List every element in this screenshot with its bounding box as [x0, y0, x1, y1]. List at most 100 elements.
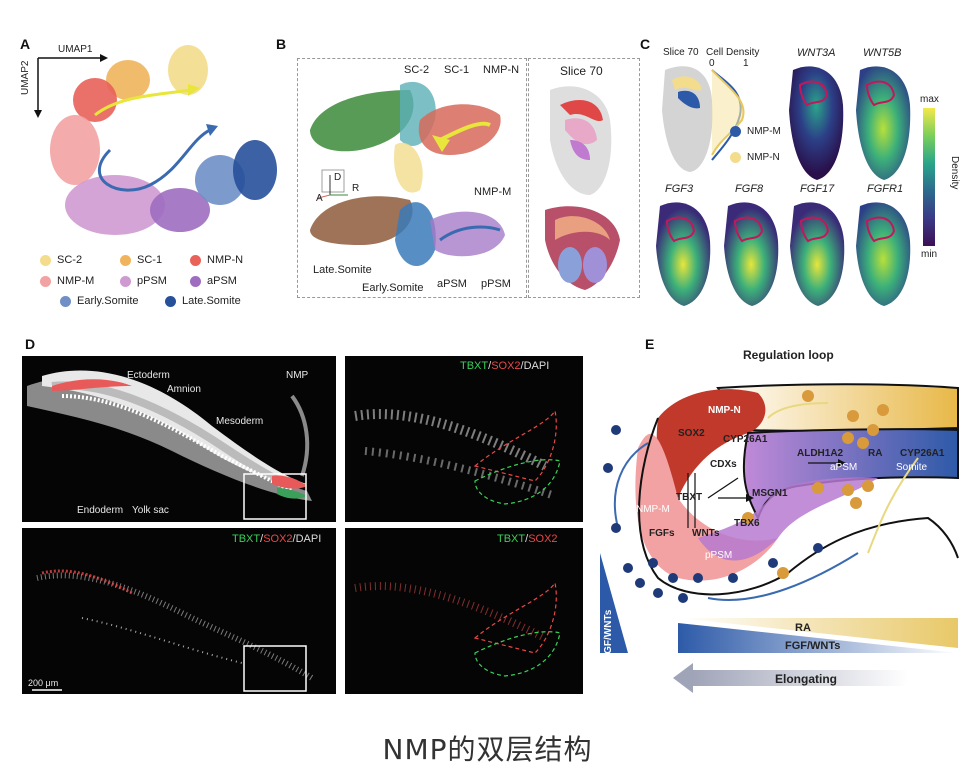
- e-regulation-diagram: [600, 383, 959, 693]
- legend-dot: [730, 126, 741, 137]
- b-axis-a: A: [316, 193, 323, 204]
- b-slice-render: [545, 86, 620, 290]
- panel-b-label: B: [276, 36, 287, 52]
- d-stain-label-full-bottom: TBXT/SOX2/DAPI: [232, 533, 322, 545]
- legend-sc2: SC-2: [40, 254, 82, 266]
- c-slice-overview: [662, 66, 745, 172]
- b-label-early-somite: Early.Somite: [362, 282, 424, 294]
- heatmap-fgf17: [790, 202, 845, 306]
- panel-a-label: A: [20, 36, 31, 52]
- b-label-sc2: SC-2: [404, 64, 430, 76]
- legend-late-somite: Late.Somite: [165, 295, 241, 307]
- c-density-title: Cell Density: [706, 47, 760, 58]
- d-label-yolk-sac: Yolk sac: [132, 505, 169, 516]
- umap-x-axis-label: UMAP1: [58, 44, 93, 55]
- colorbar-title: Density: [949, 156, 960, 190]
- density-colorbar: [923, 108, 935, 246]
- legend-sc1: SC-1: [120, 254, 162, 266]
- gene-title-fgf17: FGF17: [800, 183, 835, 195]
- e-node-wnts: WNTs: [692, 528, 720, 539]
- heatmap-wnt5b: [856, 66, 911, 180]
- legend-dot: [120, 275, 131, 287]
- heatmap-fgf3: [656, 202, 711, 306]
- e-node-fgfs: FGFs: [649, 528, 675, 539]
- legend-early-somite: Early.Somite: [60, 295, 139, 307]
- panel-b-slice-box: [528, 58, 640, 298]
- e-gradient-ra-label: RA: [795, 622, 811, 634]
- b-label-late-somite: Late.Somite: [313, 264, 372, 276]
- d-stain-image-bottom-right: [354, 581, 561, 677]
- d-stain-label-full-top: TBXT/SOX2/DAPI: [460, 360, 550, 372]
- legend-dot: [730, 152, 741, 163]
- d-embryo-schematic: [27, 370, 312, 520]
- e-gradient-fgf-label: FGF/WNTs: [785, 640, 841, 652]
- e-node-sox2: SOX2: [678, 428, 705, 439]
- e-node-cyp26a1: CYP26A1: [723, 434, 768, 445]
- gene-title-fgfr1: FGFR1: [867, 183, 904, 195]
- badges: [603, 390, 889, 603]
- e-node-msgn1: MSGN1: [752, 488, 788, 499]
- gene-title-wnt5b: WNT5B: [863, 47, 902, 59]
- gene-title-fgf8: FGF8: [735, 183, 764, 195]
- panel-e-label: E: [645, 336, 655, 352]
- legend-dot: [120, 254, 131, 266]
- panel-b-3d-box: [297, 58, 527, 298]
- d-label-mesoderm: Mesoderm: [216, 416, 264, 427]
- legend-dot: [165, 295, 176, 307]
- c-density-tick-1: 1: [743, 58, 749, 69]
- d-label-ectoderm: Ectoderm: [127, 370, 170, 381]
- d-label-amnion: Amnion: [167, 384, 201, 395]
- b-label-nmp-m: NMP-M: [474, 186, 512, 198]
- b-label-apsm: aPSM: [437, 278, 467, 290]
- e-node-nmp-n: NMP-N: [708, 405, 741, 416]
- c-legend-nmp-m: NMP-M: [730, 126, 781, 137]
- e-title: Regulation loop: [743, 348, 834, 362]
- panel-c-label: C: [640, 36, 651, 52]
- d-stain-image-top: [354, 409, 561, 505]
- legend-dot: [190, 254, 201, 266]
- c-slice-title: Slice 70: [663, 47, 699, 58]
- colorbar-max: max: [920, 94, 939, 105]
- b-label-nmp-n: NMP-N: [483, 64, 520, 76]
- gene-title-fgf3: FGF3: [665, 183, 694, 195]
- e-node-ppsm: pPSM: [705, 550, 733, 561]
- e-node-tbxt: TBXT: [676, 492, 703, 503]
- legend-ppsm: pPSM: [120, 275, 167, 287]
- b-label-ppsm: pPSM: [481, 278, 511, 290]
- d-label-endoderm: Endoderm: [77, 505, 124, 516]
- legend-dot: [190, 275, 201, 287]
- b-slice-title: Slice 70: [560, 64, 603, 78]
- umap-plot: [34, 45, 277, 235]
- d-stain-panel-bottom-right: [345, 528, 583, 694]
- heatmap-fgf8: [724, 202, 779, 306]
- b-axis-d: D: [334, 172, 342, 183]
- legend-dot: [60, 295, 71, 307]
- d-label-nmp: NMP: [286, 370, 309, 381]
- e-node-apsm: aPSM: [830, 462, 858, 473]
- e-elongating-label: Elongating: [775, 672, 837, 686]
- umap-y-axis-label: UMAP2: [20, 60, 31, 95]
- c-density-tick-0: 0: [709, 58, 715, 69]
- legend-nmp-n: NMP-N: [190, 254, 243, 266]
- e-node-cdxs: CDXs: [710, 459, 737, 470]
- d-scale-bar-label: 200 μm: [28, 678, 59, 688]
- e-node-somite: Somite: [896, 462, 928, 473]
- b-label-sc1: SC-1: [444, 64, 470, 76]
- e-node-cyp26a1-right: CYP26A1: [900, 448, 945, 459]
- d-stain-image-bottom-left: [32, 569, 314, 692]
- e-node-aldh1a2: ALDH1A2: [797, 448, 844, 459]
- e-node-ra: RA: [868, 448, 883, 459]
- e-gradient-fgf-vertical: FGF/WNTs: [603, 609, 614, 660]
- colorbar-min: min: [921, 249, 938, 260]
- panel-d-label: D: [25, 336, 36, 352]
- d-stain-label-short: TBXT/SOX2: [497, 533, 558, 545]
- heatmap-fgfr1: [856, 202, 911, 306]
- e-node-nmp-m: NMP-M: [636, 504, 670, 515]
- panel-b-3d-render: [310, 81, 505, 267]
- e-node-tbx6: TBX6: [734, 518, 760, 529]
- b-axis-r: R: [352, 183, 360, 194]
- legend-dot: [40, 275, 51, 287]
- c-legend-nmp-n: NMP-N: [730, 152, 780, 163]
- figure-caption: NMP的双层结构: [382, 733, 593, 766]
- legend-apsm: aPSM: [190, 275, 237, 287]
